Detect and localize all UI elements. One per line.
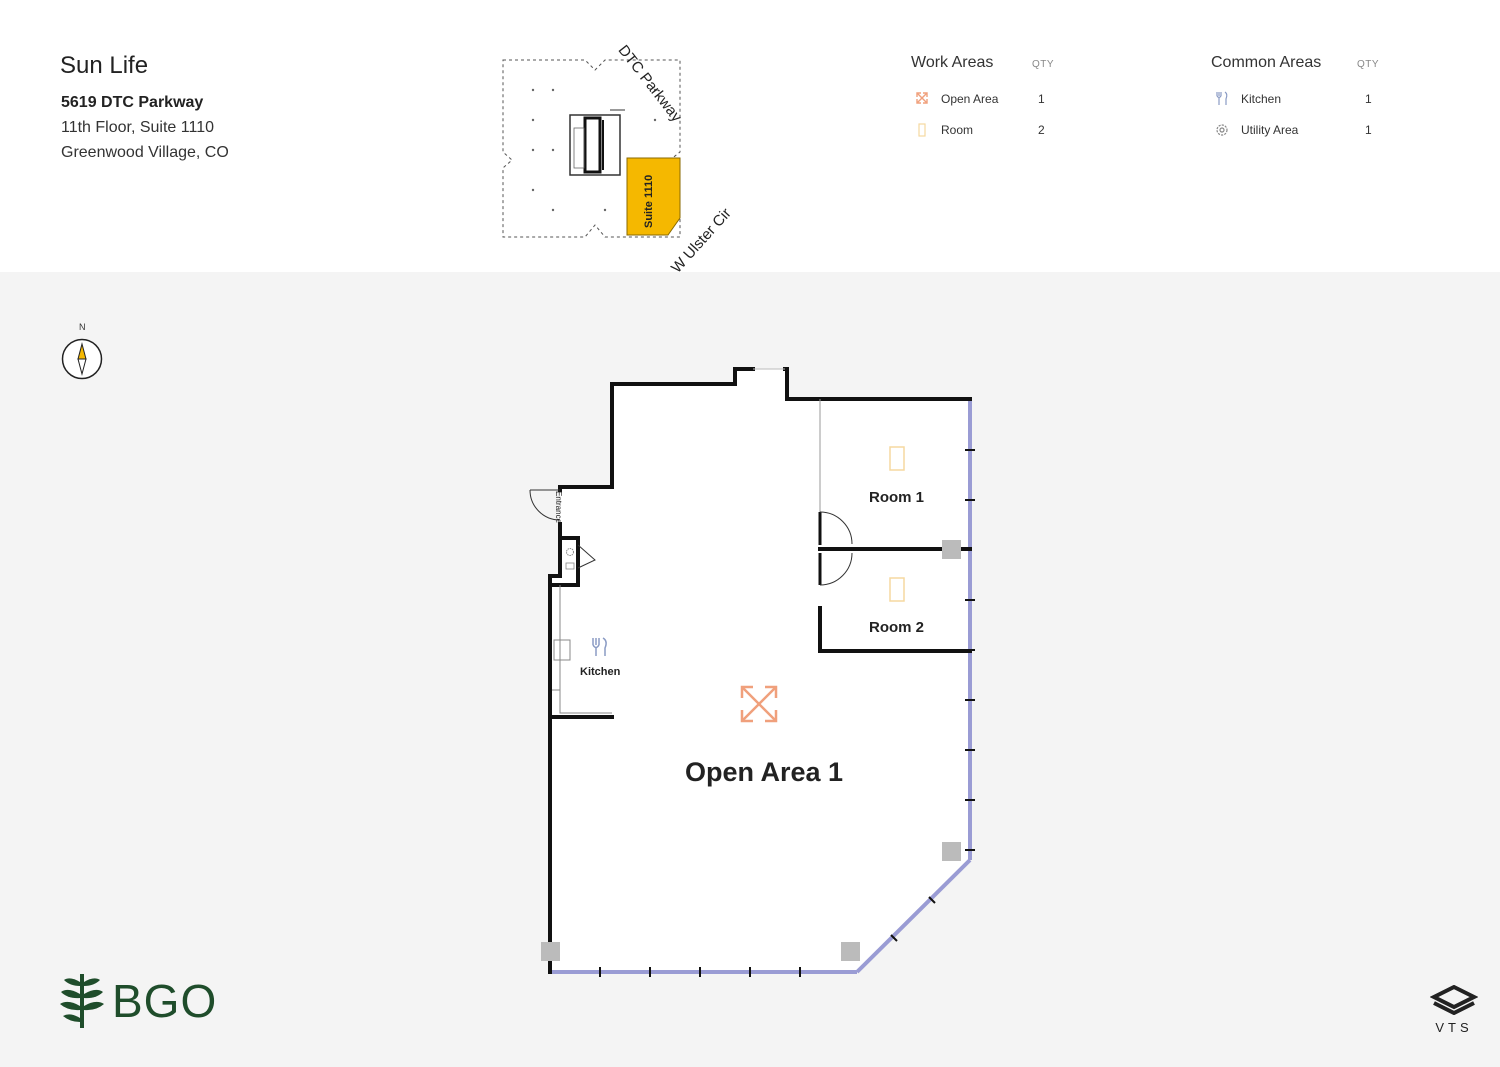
walls [548,367,972,974]
room-1-door[interactable] [818,511,853,545]
compass-north-label: N [79,322,86,332]
entrance-door[interactable] [529,489,561,521]
kitchen-fork-knife-icon [592,637,607,656]
vts-mark-icon [1429,984,1479,1016]
address-street: 5619 DTC Parkway [61,94,204,111]
address-city: Greenwood Village, CO [61,144,229,161]
expand-arrows-icon [916,92,928,104]
kitchen-label: Kitchen [580,666,621,678]
legend-utility-label: Utility Area [1241,123,1299,137]
window-wall [550,399,972,974]
header [0,0,1500,272]
gear-icon [1216,124,1228,136]
legend-open-area-qty: 1 [1038,92,1045,106]
utility-door[interactable] [577,544,596,569]
legend-work-areas-qty-header: QTY [1032,59,1055,70]
bgo-logo-text: BGO [112,975,218,1027]
room-1-icon [889,446,905,471]
legend-kitchen-qty: 1 [1365,92,1372,106]
entrance-label: Entrance [554,491,563,524]
tenant-name: Sun Life [60,52,149,79]
compass-icon [61,338,103,380]
vts-logo: VTS [1429,984,1479,1035]
room-2-label: Room 2 [869,619,925,636]
door-icon [918,123,926,137]
kitchen-counter [552,585,612,714]
legend-room-label: Room [941,123,974,137]
keyplan [502,59,681,238]
room-2-icon [889,577,905,602]
bgo-leaf-icon [60,974,104,1028]
fork-knife-icon [1216,91,1228,105]
legend-open-area-label: Open Area [941,92,999,106]
legend-kitchen-label: Kitchen [1241,92,1282,106]
legend-utility-qty: 1 [1365,123,1372,137]
legend-common-areas-qty-header: QTY [1357,59,1380,70]
room-2-door[interactable] [818,552,853,586]
open-area-icon [740,685,778,723]
legend-room-qty: 2 [1038,123,1045,137]
open-area-floor [550,369,970,972]
open-area-label: Open Area 1 [685,757,844,787]
utility-gear-icon [565,548,575,570]
keyplan-core [569,109,625,176]
building-columns [541,540,961,961]
vts-logo-text: VTS [1435,1020,1473,1035]
address-suite: 11th Floor, Suite 1110 [61,119,214,136]
bgo-logo: BGO [58,972,217,1030]
room-1-label: Room 1 [869,489,925,506]
legend-common-areas-title: Common Areas [1211,54,1322,71]
keyplan-suite-highlight [626,157,681,236]
legend-work-areas-title: Work Areas [911,54,994,71]
